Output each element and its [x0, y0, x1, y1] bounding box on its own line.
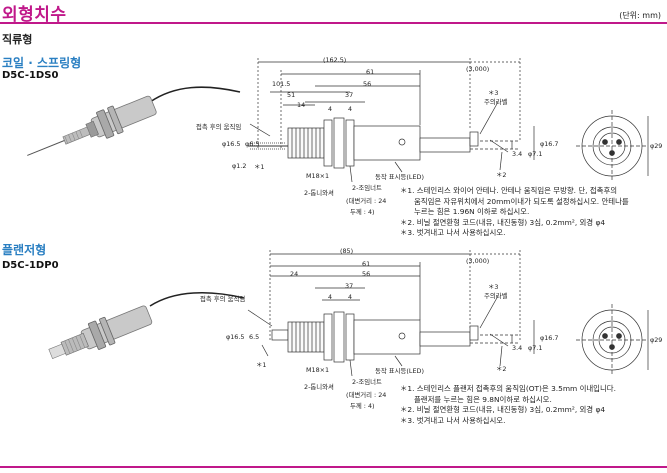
dim-51: 51	[287, 91, 296, 99]
dim-56: 56	[362, 270, 371, 278]
label-led: 동작 표시등(LED)	[375, 367, 424, 375]
bottom-model: D5C-1DP0	[2, 260, 59, 271]
label-contact: 접촉 후의 움직임	[196, 123, 242, 131]
label-led: 동작 표시등(LED)	[375, 173, 424, 181]
label-star2: ＊2	[496, 365, 507, 373]
note-line: ＊1. 스테인리스 플랜저 접촉후의 움직임(OT)은 3.5mm 이내입니다.	[400, 384, 616, 393]
label-jamnut-b: (대변거리 : 24	[346, 391, 387, 399]
dim-4a: 4	[328, 105, 333, 113]
label-jamnut-b: (대변거리 : 24	[346, 197, 387, 205]
label-contact: 접촉 후의 움직임	[200, 295, 246, 303]
dim-star1: ＊1	[254, 163, 265, 171]
dim-overall: (85)	[340, 247, 354, 255]
dim-cable: (3,000)	[466, 257, 490, 265]
bottom-notes: ＊1. 스테인리스 플랜저 접촉후의 움직임(OT)은 3.5mm 이내입니다.…	[400, 384, 660, 426]
label-star2: ＊2	[496, 171, 507, 179]
label-m18: M18×1	[306, 366, 330, 374]
dim-phi167: φ16.7	[540, 140, 559, 148]
note-line: ＊1. 스테인리스 와이어 안테나. 안테나 움직임은 무방향. 단, 접촉후의	[400, 186, 618, 195]
header-rule	[0, 22, 667, 24]
dim-14: 14	[297, 101, 306, 109]
note-line: 움직임은 자유위치에서 20mm이내가 되도록 설정하십시오. 안테나를	[414, 196, 629, 206]
dim-61: 61	[362, 260, 371, 268]
dim-34: 3.4	[512, 150, 523, 158]
dim-phi65: φ6.5	[245, 140, 260, 148]
dim-37: 37	[345, 91, 354, 99]
dim-phi71: φ7.1	[528, 344, 543, 352]
bottom-subtitle: 플랜저형	[2, 243, 47, 257]
note-line: 플랜저를 누르는 힘은 9.8N이하로 하십시오.	[414, 394, 552, 404]
dim-cable: (3,000)	[466, 65, 490, 73]
dim-overall: (162.5)	[323, 56, 347, 64]
label-caution: 주의라벨	[484, 292, 508, 300]
note-line: ＊2. 비닐 절연환형 코드(내유, 내진동형) 3심, 0.2mm², 외경 …	[400, 217, 606, 227]
label-star3: ＊3	[488, 283, 499, 291]
dim-4b: 4	[348, 105, 353, 113]
label-star3: ＊3	[488, 89, 499, 97]
page-title: 외형치수	[2, 5, 67, 25]
label-nut: 2-톱니와셔	[304, 383, 334, 391]
top-notes: ＊1. 스테인리스 와이어 안테나. 안테나 움직임은 무방향. 단, 접촉후의…	[400, 186, 660, 239]
top-subtitle: 코일 · 스프링형	[2, 56, 82, 70]
dim-phi167: φ16.7	[540, 334, 559, 342]
label-jamnut-a: 2-조임너트	[352, 378, 382, 386]
footer-rule	[0, 466, 667, 468]
dim-65: 6.5	[249, 333, 260, 341]
dim-101: 101.5	[272, 80, 291, 88]
dim-phi29: φ29	[650, 336, 663, 344]
dim-37: 37	[345, 282, 354, 290]
dim-phi29: φ29	[650, 142, 663, 150]
dim-4a: 4	[328, 293, 333, 301]
note-line: ＊3. 벗겨내고 나서 사용하십시오.	[400, 228, 506, 237]
section-title: 직류형	[2, 33, 33, 46]
label-nut: 2-톱니와셔	[304, 189, 334, 197]
dim-star1: ＊1	[256, 361, 267, 369]
label-jamnut-a: 2-조임너트	[352, 184, 382, 192]
dim-24: 24	[290, 270, 299, 278]
note-line: ＊2. 비닐 절연환형 코드(내유, 내진동형) 3심, 0.2mm², 외경 …	[400, 405, 606, 414]
dim-56: 56	[363, 80, 372, 88]
label-jamnut-c: 두께 : 4)	[350, 208, 375, 216]
label-jamnut-c: 두께 : 4)	[350, 402, 375, 410]
label-caution: 주의라벨	[484, 98, 508, 106]
dim-34: 3.4	[512, 344, 523, 352]
dim-phi71: φ7.1	[528, 150, 543, 158]
dim-phi165: φ16.5	[226, 333, 245, 341]
note-line: ＊3. 벗겨내고 나서 사용하십시오.	[400, 415, 506, 425]
dim-4b: 4	[348, 293, 353, 301]
note-line: 누르는 힘은 1.96N 이하로 하십시오.	[414, 207, 530, 216]
label-m18: M18×1	[306, 172, 330, 180]
top-model: D5C-1DS0	[2, 70, 59, 81]
dim-phi12: φ1.2	[232, 162, 247, 170]
unit-note: (단위: mm)	[619, 11, 661, 20]
dim-61: 61	[366, 68, 375, 76]
dim-phi165: φ16.5	[222, 140, 241, 148]
